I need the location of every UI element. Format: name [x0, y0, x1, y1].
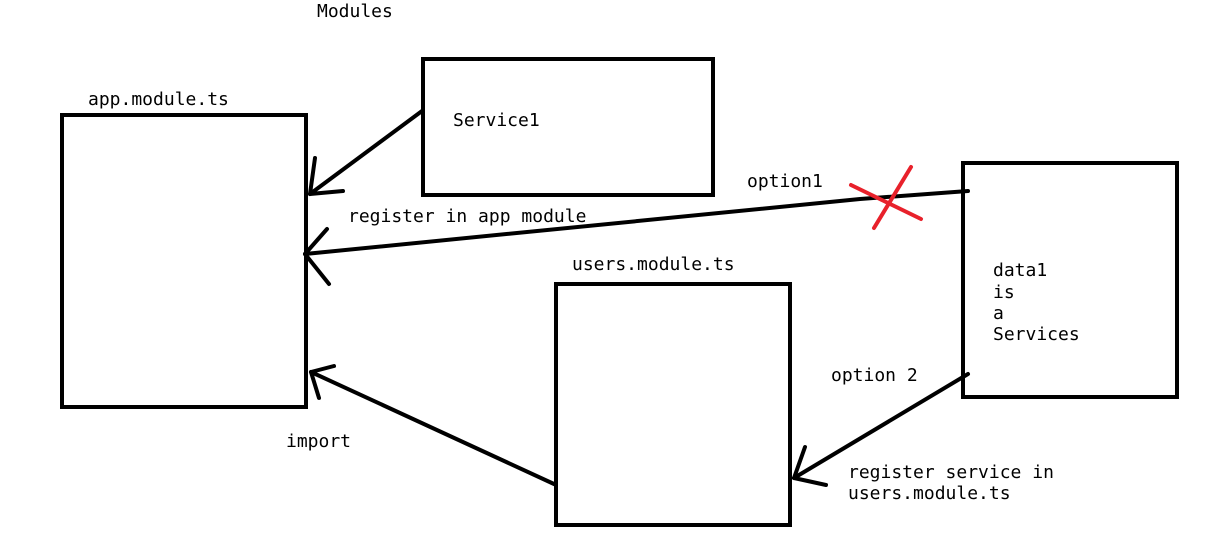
option1-arrow	[303, 189, 970, 286]
data1-line: Services	[993, 324, 1080, 345]
data1-box	[961, 161, 1179, 399]
import-label: import	[286, 431, 351, 452]
option2-arrow	[792, 372, 970, 487]
option2-label: option 2	[831, 365, 918, 386]
data1-line: a	[993, 303, 1004, 324]
option2-sublabel-line: register service in	[848, 462, 1054, 483]
app-module-box	[60, 113, 308, 409]
import-arrow	[309, 364, 556, 486]
users-module-label: users.module.ts	[572, 254, 735, 275]
service1-label: Service1	[453, 110, 540, 131]
data1-line: is	[993, 282, 1015, 303]
users-module-box	[554, 282, 792, 527]
app-module-label: app.module.ts	[88, 89, 229, 110]
option1-label: option1	[747, 171, 823, 192]
service1-box	[421, 57, 715, 197]
option1-cross-mark	[849, 165, 923, 230]
data1-line: data1	[993, 260, 1047, 281]
diagram-title: Modules	[317, 1, 393, 22]
service1-to-app-arrow	[308, 109, 424, 196]
option1-sublabel: register in app module	[348, 206, 586, 227]
option2-sublabel-line: users.module.ts	[848, 483, 1011, 504]
